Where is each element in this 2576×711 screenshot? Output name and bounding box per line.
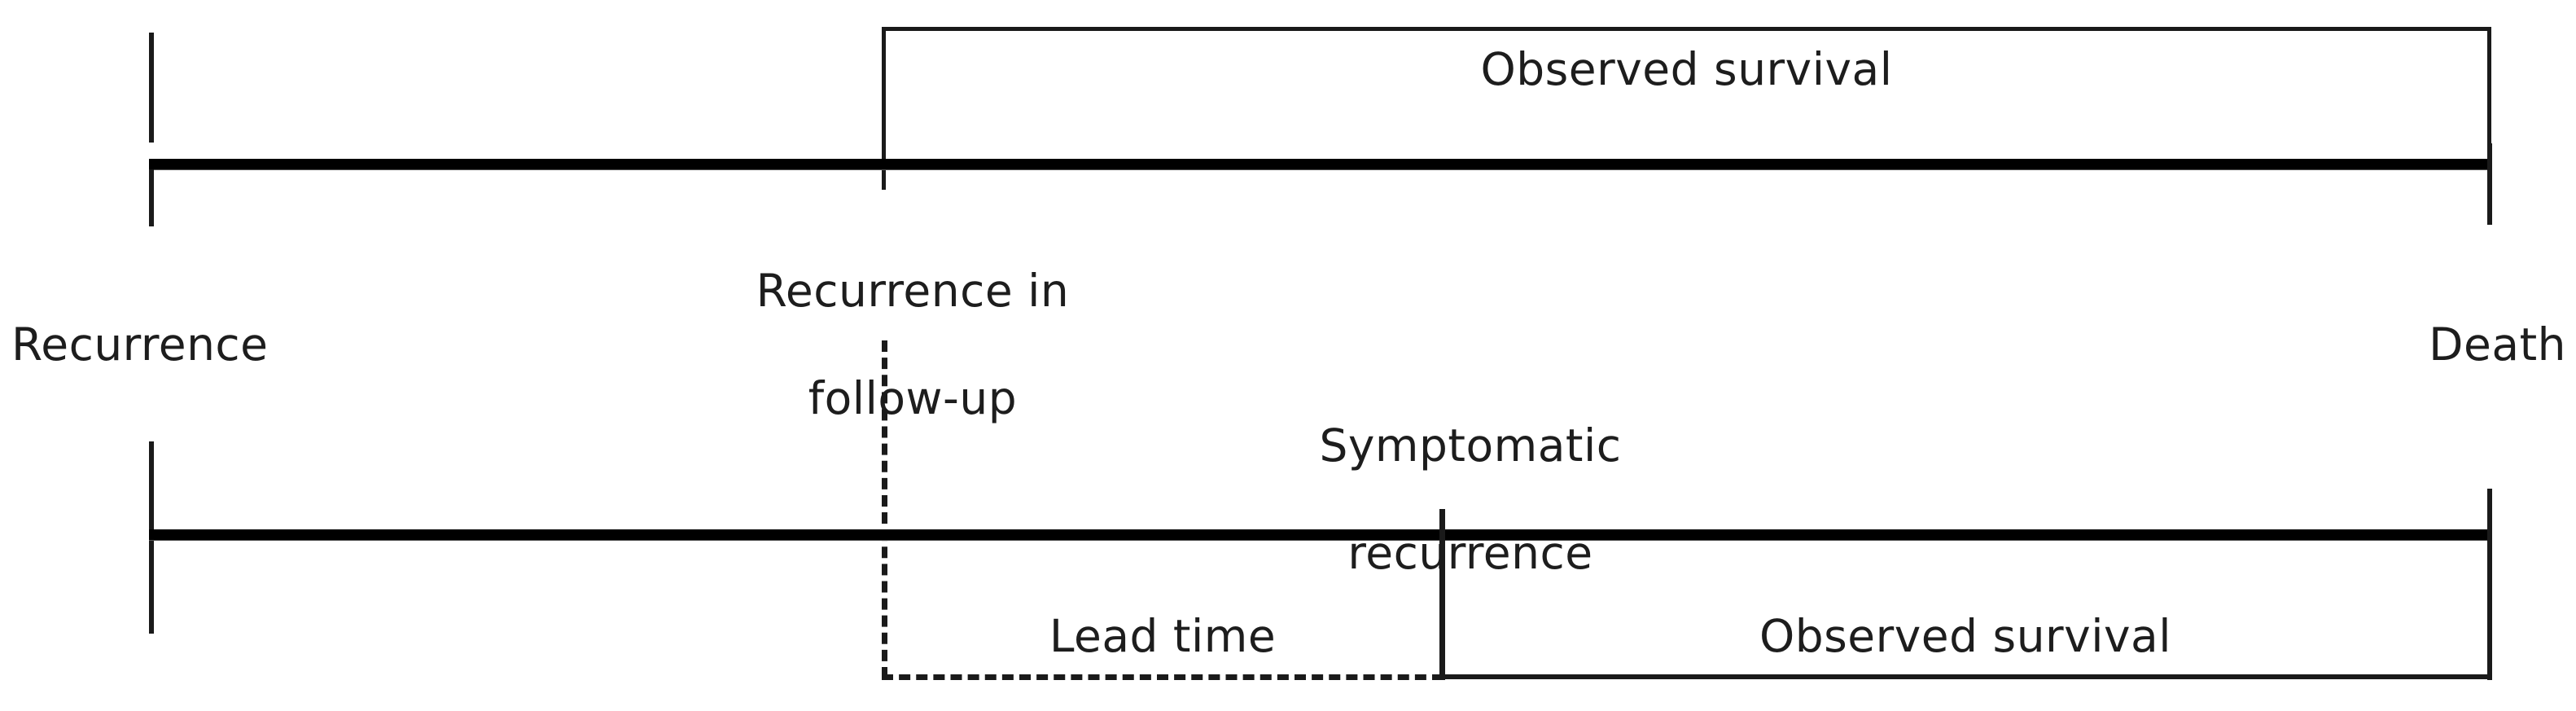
recurrence-tick-top (149, 33, 154, 143)
symptomatic-recurrence-divider (1439, 509, 1445, 680)
symptomatic-recurrence-line-1: Symptomatic (1319, 419, 1622, 472)
observed-survival-bottom-bracket-edge (1439, 674, 2491, 679)
lead-time-label: Lead time (1049, 610, 1277, 662)
lower-timeline-bar (149, 529, 2491, 540)
recurrence-in-followup-label: Recurrence in follow-up (696, 210, 1071, 479)
lead-time-bracket-bottom-edge (882, 674, 1444, 680)
recurrence-in-followup-line-1: Recurrence in (756, 265, 1070, 317)
observed-survival-top-label: Observed survival (1480, 43, 1893, 95)
death-tick-top (2487, 143, 2492, 225)
recurrence-label: Recurrence (11, 318, 269, 371)
top-bracket-left-edge (882, 27, 886, 190)
top-bracket-top-edge (882, 27, 2491, 31)
recurrence-tick-top-lower (149, 169, 154, 226)
death-label: Death (2429, 318, 2566, 371)
observed-survival-bottom-label: Observed survival (1759, 610, 2172, 662)
top-bracket-right-edge (2487, 27, 2491, 143)
death-tick-bottom (2487, 489, 2492, 680)
upper-timeline-bar (149, 159, 2491, 169)
recurrence-in-followup-line-2: follow-up (808, 372, 1018, 424)
lead-time-dashed-connector (882, 340, 887, 678)
